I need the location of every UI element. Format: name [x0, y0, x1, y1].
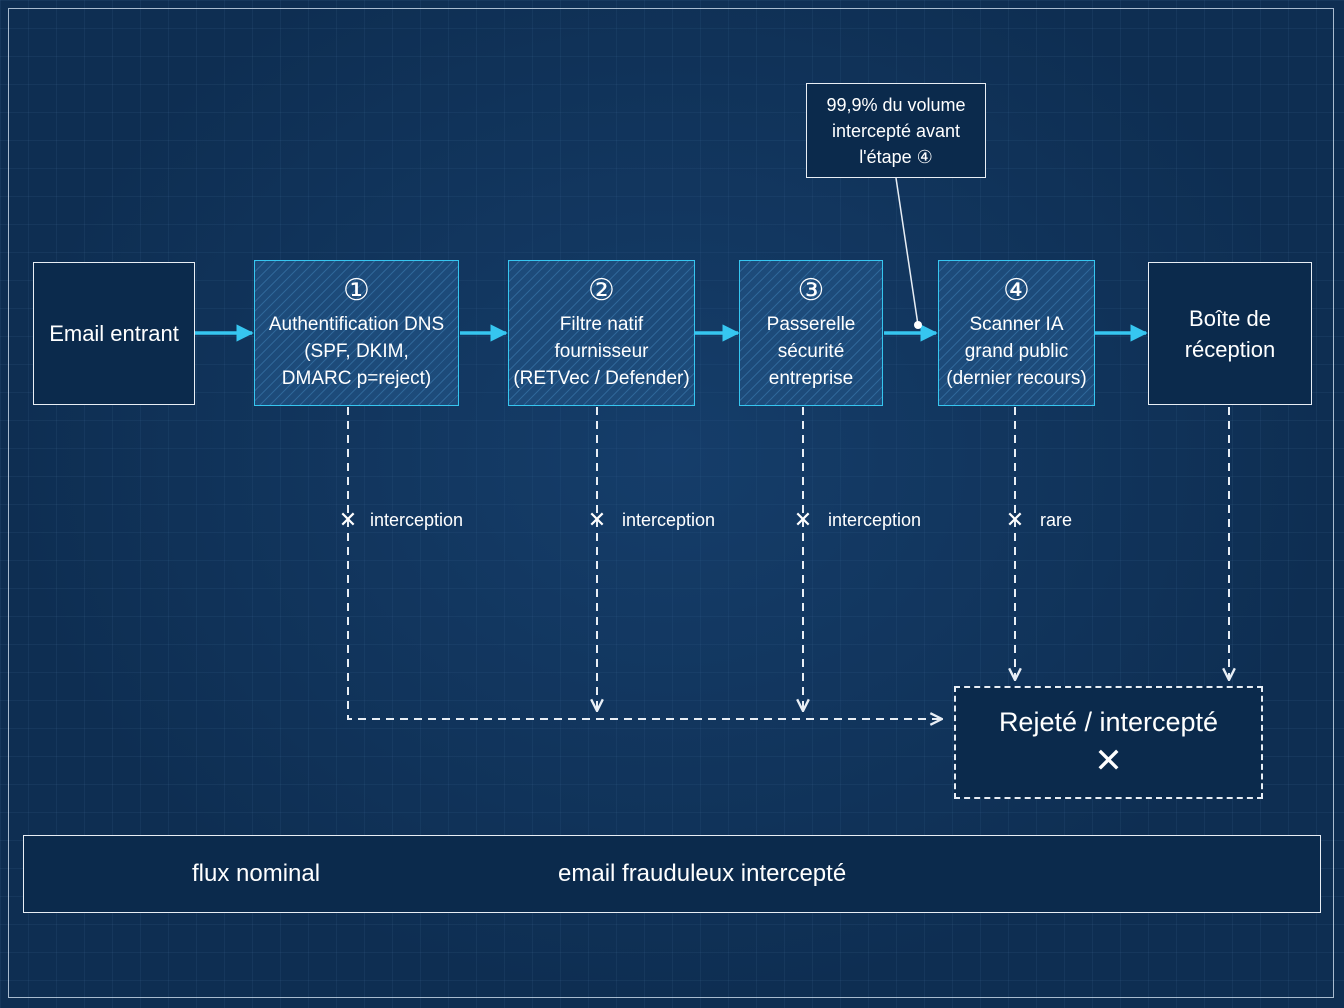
note-leader-dot [914, 321, 922, 329]
branch-label-3: interception [828, 510, 922, 530]
reject-path-1 [347, 407, 942, 719]
reject-x-icon: ✕ [1094, 741, 1123, 780]
cross-mark-3: ✕ [793, 507, 813, 532]
stage-4-number: ④ [1003, 273, 1030, 307]
outer-frame [8, 8, 1334, 998]
node-email-entrant-label: Email entrant [49, 321, 179, 346]
node-email-entrant: Email entrant [33, 262, 195, 405]
legend-solid-label: flux nominal [192, 860, 321, 887]
cross-mark-4: ✕ [1005, 507, 1025, 532]
cross-mark-1: ✕ [338, 507, 358, 532]
reject-box-title: Rejeté / intercepté [998, 706, 1219, 737]
branch-label-1: interception [370, 510, 464, 530]
node-stage-2: ② Filtre natif fournisseur (RETVec / Def… [508, 260, 695, 406]
branch-label-2: interception [622, 510, 716, 530]
stage-1-label: Authentification DNS (SPF, DKIM, DMARC p… [268, 313, 445, 389]
note-leader [895, 177, 919, 326]
stage-1-number: ① [343, 273, 370, 307]
stage-3-label: Passerelle sécurité entreprise [766, 313, 856, 389]
reject-box: Rejeté / intercepté ✕ [954, 686, 1263, 799]
node-inbox-label: Boîte de réception [1184, 305, 1276, 362]
branch-label-4: rare [1040, 510, 1073, 530]
volume-note: 99,9% du volume intercepté avant l'étape… [806, 83, 986, 178]
stage-3-number: ③ [797, 273, 825, 307]
node-stage-3: ③ Passerelle sécurité entreprise [739, 260, 883, 406]
node-inbox: Boîte de réception [1148, 262, 1312, 405]
node-stage-4: ④ Scanner IA grand public (dernier recou… [938, 260, 1095, 406]
stage-2-label: Filtre natif fournisseur (RETVec / Defen… [513, 313, 690, 389]
stage-4-label: Scanner IA grand public (dernier recours… [946, 313, 1087, 389]
cross-mark-2: ✕ [587, 507, 607, 532]
stage-2-number: ② [588, 273, 615, 307]
legend: flux nominal email frauduleux intercepté [23, 835, 1321, 913]
legend-dashed-label: email frauduleux intercepté [558, 860, 847, 887]
node-stage-1: ① Authentification DNS (SPF, DKIM, DMARC… [254, 260, 459, 406]
